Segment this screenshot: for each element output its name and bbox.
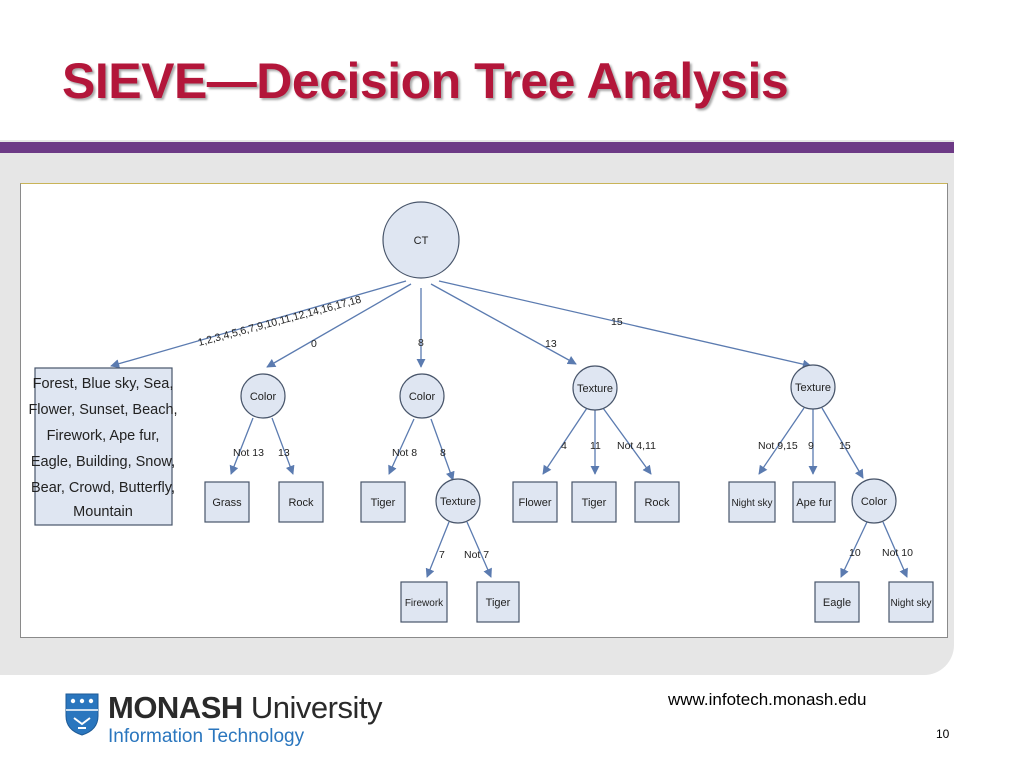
big-box-line-3: Firework, Ape fur, [47,428,160,444]
edge-label-texture1-rock: Not 4,11 [617,440,656,452]
edge-ct-to-texture1 [430,283,577,365]
leaf-eagle-label: Eagle [823,597,851,609]
leaf-tiger-3 [476,581,520,623]
edge-label-color2-tiger: Not 8 [392,447,417,459]
edge-label-ct-color2: 8 [418,337,424,349]
edge-texture1-to-flower [542,407,588,475]
monash-logo[interactable]: MONASH University Information Technology [64,690,404,750]
node-texture1 [572,365,618,411]
node-color1-label: Color [250,391,277,403]
leaf-rock-1-label: Rock [288,497,314,509]
leaf-eagle [814,581,860,623]
leaf-tiger-3-label: Tiger [486,597,511,609]
decision-tree-figure: 1,2,3,4,5,6,7,9,10,11,12,14,16,17,18 0 8… [20,183,948,638]
leaf-flower-label: Flower [518,497,551,509]
edge-label-color3-eagle: 10 [849,547,861,559]
edge-label-color3-nightsky: Not 10 [882,547,913,559]
leaf-tiger-2-label: Tiger [582,497,607,509]
edge-color2-to-texture3 [430,418,455,481]
node-texture3-label: Texture [440,496,476,508]
edge-texture2-to-color3 [821,407,864,479]
edge-texture1-to-rock [602,407,652,475]
big-box-line-6: Mountain [73,504,133,520]
edge-label-color1-grass: Not 13 [233,447,264,459]
decision-tree-diagram: 1,2,3,4,5,6,7,9,10,11,12,14,16,17,18 0 8… [28,201,934,623]
edge-label-ct-big: 1,2,3,4,5,6,7,9,10,11,12,14,16,17,18 [197,294,363,349]
leaf-tiger-1-label: Tiger [371,497,396,509]
page-number: 10 [936,727,950,741]
edge-ct-to-big-box [110,280,407,369]
edge-label-texture3-firework: 7 [439,549,445,561]
logo-wordmark: MONASH University [108,690,382,726]
node-texture3 [435,478,481,524]
edge-label-ct-texture2: 15 [611,316,623,328]
edge-label-texture1-tiger: 11 [590,440,601,452]
leaf-ape-fur-label: Ape fur [796,497,832,509]
leaf-ape-fur [792,481,836,523]
edge-ct-to-color1 [266,283,412,368]
big-box-line-4: Eagle, Building, Snow, [31,454,175,470]
edge-label-ct-color1: 0 [311,338,317,350]
leaf-night-sky-1-label: Night sky [731,498,772,509]
logo-subtitle: Information Technology [108,726,305,747]
big-box-line-2: Flower, Sunset, Beach, [28,402,177,418]
leaf-firework [400,581,448,623]
edge-label-texture2-color3: 15 [839,440,851,452]
edge-label-texture2-nightsky: Not 9,15 [758,440,798,452]
node-texture2 [790,364,836,410]
edge-texture2-to-nightsky [758,407,805,475]
node-color3-label: Color [861,496,888,508]
leaf-night-sky-2-label: Night sky [890,598,931,609]
leaf-tiger-1 [360,481,406,523]
edge-ct-to-texture2 [438,280,812,369]
leaf-grass-label: Grass [212,497,242,509]
leaf-firework-label: Firework [405,598,444,609]
edge-color3-to-nightsky [882,521,908,578]
logo-brand-light: University [242,690,383,725]
logo-brand-strong: MONASH [108,690,243,725]
university-crest-icon [65,693,99,736]
edge-color1-to-grass [229,417,254,475]
leaf-rock-1 [278,481,324,523]
node-texture2-label: Texture [795,382,831,394]
node-color3 [851,478,897,524]
node-color2-label: Color [409,391,436,403]
leaf-rock-2 [634,481,680,523]
node-color2 [399,373,445,419]
leaf-tiger-2 [571,481,617,523]
title-divider-bar [0,142,954,153]
leaf-flower [512,481,558,523]
edge-texture3-to-tiger [466,521,492,578]
leaf-night-sky-2 [888,581,934,623]
big-box-line-1: Forest, Blue sky, Sea, [33,376,174,392]
leaf-rock-2-label: Rock [644,497,670,509]
edge-color2-to-tiger [388,418,415,475]
edge-label-color1-rock: 13 [278,447,290,459]
node-ct [382,201,460,279]
website-link[interactable]: www.infotech.monash.edu [668,690,867,709]
edge-label-texture3-tiger: Not 7 [464,549,489,561]
node-color1 [240,373,286,419]
big-box-line-5: Bear, Crowd, Butterfly, [31,480,175,496]
leaf-grass [204,481,250,523]
leaf-night-sky-1 [728,481,776,523]
edge-color1-to-rock [271,417,295,475]
edge-label-texture1-flower: 4 [561,440,567,452]
edge-texture3-to-firework [425,521,450,578]
edge-label-texture2-apefur: 9 [808,440,814,452]
node-ct-label: CT [414,235,429,247]
slide-title: SIEVE—Decision Tree Analysis [62,53,789,109]
edge-label-color2-texture3: 8 [440,447,446,459]
edge-label-ct-texture1: 13 [545,338,557,350]
edge-color3-to-eagle [840,521,868,578]
node-texture1-label: Texture [577,383,613,395]
leaf-big-box [34,367,173,526]
